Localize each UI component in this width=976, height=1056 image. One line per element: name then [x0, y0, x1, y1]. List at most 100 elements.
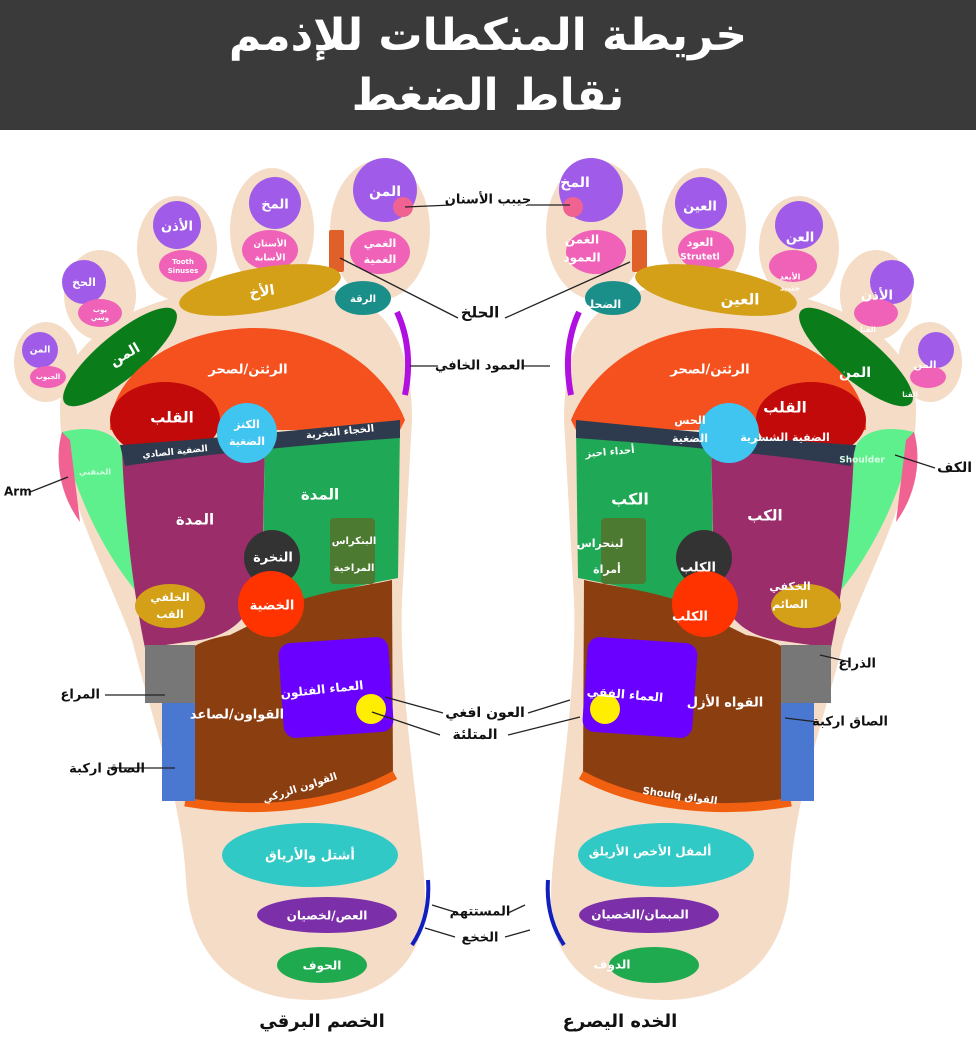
- right-zone-label: أمراة: [593, 562, 621, 576]
- right-zone-label: Strutetl: [680, 253, 719, 263]
- callout-sciatic: المستتهم: [450, 905, 511, 920]
- left-zone-label: المن: [30, 346, 51, 356]
- right-zone-label: الكلب: [680, 561, 716, 576]
- left-zone-label: الأخ: [248, 281, 275, 301]
- left-zone-label: الأسابة: [255, 252, 286, 264]
- zone-orange-band: [184, 771, 398, 813]
- right-zone-label: العماء الفقي: [586, 684, 663, 705]
- left-zone-label: Sinuses: [168, 267, 199, 275]
- leader-line: [507, 716, 581, 736]
- callout-spine: العمود الخافي: [435, 359, 525, 374]
- left-zone-label: المدة: [176, 511, 214, 529]
- right-zone-label: Shoulder: [839, 456, 885, 466]
- left-zone-label: الرقة: [350, 294, 376, 305]
- left-zone-label: الجيوب: [36, 373, 60, 381]
- right-zone-label: العين: [721, 291, 760, 309]
- zone-toe4-pink: [78, 299, 122, 327]
- right-zone-label: القلب: [763, 399, 807, 417]
- leader-line: [371, 711, 441, 736]
- zone-red: [238, 571, 304, 637]
- callout-hip: الخخع: [462, 931, 499, 946]
- zone-gold: [179, 264, 341, 316]
- right-zone-label: جتبيد: [780, 284, 800, 293]
- right-zone-label: المخ: [560, 175, 590, 191]
- right-zone-label: الكلب: [672, 610, 708, 625]
- left-zone-label: يوب: [93, 306, 107, 314]
- right-zone-label: المن: [914, 360, 937, 371]
- left-zone-label: الحخ: [72, 276, 96, 289]
- right-zone-label: لبنحراس: [577, 537, 624, 550]
- left-zone-label: البنكراس: [332, 536, 377, 547]
- left-zone-label: وسي: [91, 314, 109, 322]
- callout-throat: الحلخ: [461, 304, 500, 322]
- leader-line: [819, 654, 851, 663]
- zone-pink-edge: [58, 432, 80, 522]
- right-zone-label: المن: [839, 365, 871, 381]
- zone-pancreas: [330, 518, 375, 584]
- zone-toe2-pink: [242, 230, 298, 270]
- right-zone-label: أحداء احبز: [584, 443, 635, 460]
- left-zone-label: القواون/لصاعد: [190, 708, 284, 723]
- zone-purple-heel: [257, 897, 397, 933]
- right-foot-caption: الخده اليصرع: [563, 1011, 678, 1032]
- right-zone-label: الخكفي: [769, 580, 810, 593]
- zone-cyan: [222, 823, 398, 887]
- right-zone-label: القنا: [860, 326, 876, 334]
- left-zone-label: الكنز: [233, 418, 260, 431]
- callout-bladder: المتلئة: [452, 727, 497, 743]
- left-zone-label: الحوف: [303, 959, 342, 974]
- left-zone-label: أشتل والأرياق: [265, 847, 355, 864]
- callout-arm: Arm: [4, 485, 32, 499]
- left-foot-caption: الخصم البرقي: [259, 1011, 385, 1032]
- right-zone-label: الضحلي: [579, 298, 621, 311]
- zone-toe5-pink: [30, 366, 66, 388]
- zone-gold-small: [135, 584, 205, 628]
- leader-line: [894, 454, 936, 469]
- zone-throat: [329, 230, 344, 272]
- leader-line: [527, 699, 571, 714]
- zone-spine-top: [394, 310, 412, 396]
- zone-toe5-purple: [22, 332, 58, 368]
- left-zone-label: القلب: [150, 409, 194, 427]
- left-zone-label: Tooth: [172, 258, 194, 266]
- zone-toe1-pink: [350, 230, 410, 274]
- left-zone-label: المدة: [301, 486, 339, 504]
- leader-line: [784, 717, 819, 723]
- left-zone-label: الأذن: [161, 218, 193, 235]
- left-zone-label: القب: [156, 608, 183, 621]
- left-zone-label: النخرة: [253, 551, 293, 566]
- zone-toe3-pink: [159, 250, 207, 282]
- left-zone-label: الأسنان: [253, 238, 286, 250]
- callout-left-arm: المراع: [61, 688, 100, 703]
- callout-right-knee: الصاق اركبة: [812, 715, 888, 730]
- right-zone-label: الرئتن/لصحر: [669, 363, 749, 378]
- leader-line: [431, 904, 459, 914]
- zone-green-leaf: [63, 307, 177, 407]
- callout-lines: [29, 204, 936, 938]
- left-zone-label: الضغية: [229, 435, 265, 448]
- zone-heart: [110, 382, 220, 458]
- left-zone-label: الخلفي: [150, 591, 189, 604]
- zone-toe2-purple: [249, 177, 301, 229]
- labels: المنالغميالغميةالمخالأسنانالأسابةالأذنTo…: [4, 175, 972, 1032]
- leader-line: [504, 261, 631, 319]
- left-foot-shapes: [14, 158, 431, 1000]
- callout-teeth: جيبب الأسنان: [445, 191, 531, 208]
- right-zone-label: العمود: [563, 251, 600, 266]
- zone-toe3-purple: [153, 201, 201, 249]
- left-zone-label: الخنفني: [79, 468, 111, 477]
- left-zone-label: المراخية: [334, 563, 375, 574]
- right-zone-label: الدوف: [594, 958, 631, 973]
- leader-line: [29, 476, 69, 493]
- leader-line: [339, 257, 459, 319]
- left-zone-label: المخ: [261, 198, 288, 213]
- zone-toe4-purple: [62, 260, 106, 304]
- zone-green-heel: [277, 947, 367, 983]
- callout-appendix: العون افغي: [445, 705, 525, 721]
- zone-gray: [145, 645, 195, 703]
- leader-line: [404, 204, 453, 208]
- left-zone-label: الغمي: [364, 237, 397, 250]
- zone-pituitary-dot: [393, 197, 413, 217]
- right-zone-label: الكب: [747, 507, 782, 525]
- leader-line: [504, 929, 531, 938]
